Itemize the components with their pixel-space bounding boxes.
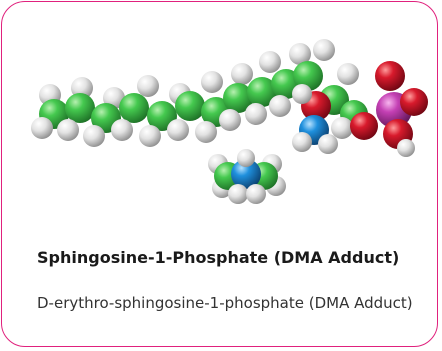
compound-card: Sphingosine-1-Phosphate (DMA Adduct) D-e… [1,1,438,347]
dimethylamine-adduct-atoms [208,149,286,204]
head-group-atoms [292,84,353,154]
compound-title: Sphingosine-1-Phosphate (DMA Adduct) [37,248,400,267]
compound-description: D-erythro-sphingosine-1-phosphate (DMA A… [37,294,413,312]
chain-front-hydrogens [31,63,359,147]
molecule-model-image [31,39,428,204]
phosphate-group-atoms [350,61,428,157]
chain-back-hydrogens [39,39,335,109]
